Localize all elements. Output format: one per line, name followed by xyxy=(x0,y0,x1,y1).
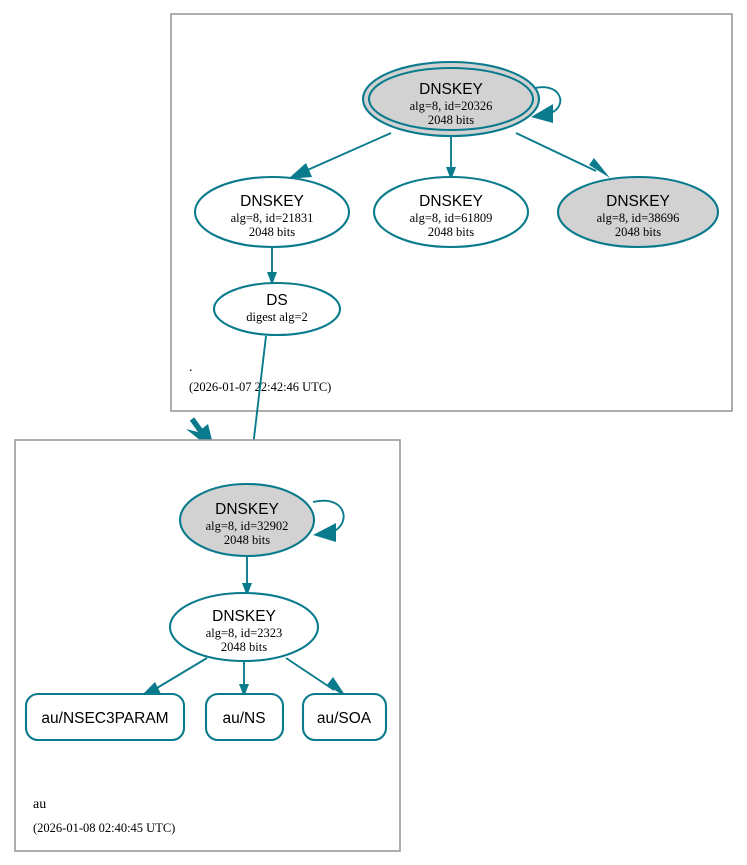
arrow-head xyxy=(446,167,456,180)
node-root-ds[interactable]: DS digest alg=2 xyxy=(212,281,342,337)
node-title: DNSKEY xyxy=(419,81,483,98)
node-au-nsec3param-rrset[interactable]: au/NSEC3PARAM xyxy=(24,692,186,742)
node-label: au/SOA xyxy=(317,710,372,727)
node-au-dnskey-32902[interactable]: DNSKEY alg=8, id=32902 2048 bits xyxy=(178,482,316,558)
edge-au-zsk-to-soa xyxy=(285,657,347,698)
node-label: au/NSEC3PARAM xyxy=(41,710,168,727)
arrow-head xyxy=(327,677,347,698)
node-title: DNSKEY xyxy=(606,193,670,210)
node-root-ksk-dnskey-20326[interactable]: DNSKEY alg=8, id=20326 2048 bits xyxy=(361,60,541,138)
node-key-params: alg=8, id=20326 xyxy=(410,99,493,113)
node-au-ns-rrset[interactable]: au/NS xyxy=(204,692,285,742)
arrow-head xyxy=(242,583,252,596)
node-title: DNSKEY xyxy=(419,193,483,210)
node-box xyxy=(301,692,388,742)
arrow-head xyxy=(589,158,610,178)
node-key-size: 2048 bits xyxy=(221,640,267,654)
node-key-params: alg=8, id=32902 xyxy=(206,519,289,533)
zone-au: DNSKEY alg=8, id=32902 2048 bits DNSKEY … xyxy=(14,439,401,852)
arrow-head xyxy=(531,104,553,123)
node-digest-alg: digest alg=2 xyxy=(246,310,308,324)
node-au-dnskey-2323[interactable]: DNSKEY alg=8, id=2323 2048 bits xyxy=(168,591,320,663)
node-root-dnskey-38696[interactable]: DNSKEY alg=8, id=38696 2048 bits xyxy=(556,175,720,249)
node-key-size: 2048 bits xyxy=(224,533,270,547)
edge-root-ksk-to-38696 xyxy=(515,132,610,178)
zone-au-timestamp: (2026-01-08 02:40:45 UTC) xyxy=(33,821,175,835)
node-title: DNSKEY xyxy=(240,193,304,210)
node-root-dnskey-21831[interactable]: DNSKEY alg=8, id=21831 2048 bits xyxy=(193,175,351,249)
node-ellipse xyxy=(212,281,342,337)
node-title: DNSKEY xyxy=(215,501,279,518)
node-key-size: 2048 bits xyxy=(249,225,295,239)
node-root-dnskey-61809[interactable]: DNSKEY alg=8, id=61809 2048 bits xyxy=(372,175,530,249)
node-ellipse xyxy=(168,591,320,663)
node-label: au/NS xyxy=(222,710,265,727)
arrow-head xyxy=(239,684,249,697)
node-box xyxy=(204,692,285,742)
edge-root-ksk-self-sign xyxy=(527,86,562,123)
arrow-head xyxy=(313,523,336,542)
node-key-params: alg=8, id=61809 xyxy=(410,211,493,225)
node-key-params: alg=8, id=2323 xyxy=(206,626,283,640)
arrow-head xyxy=(288,163,312,179)
arrow-head xyxy=(267,272,277,285)
node-box xyxy=(24,692,186,742)
node-key-size: 2048 bits xyxy=(615,225,661,239)
edge-root-ksk-to-21831 xyxy=(288,132,392,179)
node-ellipse xyxy=(178,482,316,558)
zone-root-name: . xyxy=(189,360,193,375)
edge-au-zsk-to-ns xyxy=(239,660,249,697)
node-title: DS xyxy=(266,292,288,309)
node-ellipse xyxy=(372,175,530,249)
zone-root: DNSKEY alg=8, id=20326 2048 bits DNSKEY … xyxy=(170,13,733,412)
edge-au-ksk-self-sign xyxy=(312,499,345,542)
edge-root-ksk-to-61809 xyxy=(446,137,456,180)
node-inner-ellipse xyxy=(367,66,535,132)
node-key-params: alg=8, id=21831 xyxy=(231,211,314,225)
node-au-soa-rrset[interactable]: au/SOA xyxy=(301,692,388,742)
zone-au-name: au xyxy=(33,797,46,812)
node-title: DNSKEY xyxy=(212,608,276,625)
zone-root-edges xyxy=(267,86,610,285)
node-ellipse xyxy=(556,175,720,249)
edge-au-ksk-to-zsk xyxy=(242,556,252,596)
node-key-size: 2048 bits xyxy=(428,225,474,239)
node-ellipse xyxy=(193,175,351,249)
node-key-params: alg=8, id=38696 xyxy=(597,211,680,225)
node-key-size: 2048 bits xyxy=(428,113,474,127)
